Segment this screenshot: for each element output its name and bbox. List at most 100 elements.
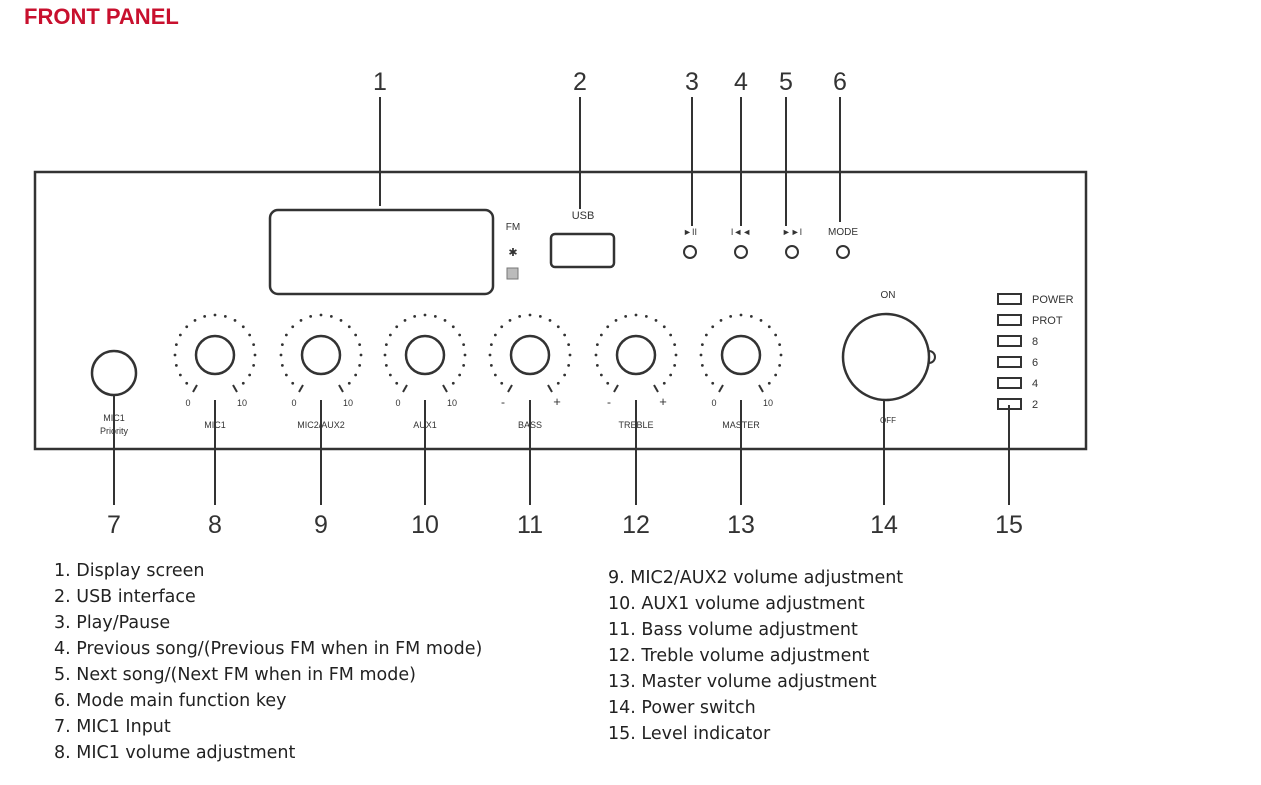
scale-dot: [700, 363, 704, 367]
scale-dot: [729, 314, 733, 318]
scale-max-label: +: [553, 394, 561, 409]
led-indicator: [997, 314, 1022, 326]
scale-dot: [347, 381, 351, 385]
scale-dot: [458, 333, 462, 337]
scale-min-label: -: [501, 395, 505, 409]
scale-dot: [699, 353, 703, 357]
scale-tick-min: [613, 384, 619, 393]
scale-dot: [774, 333, 778, 337]
legend-item: 5. Next song/(Next FM when in FM mode): [54, 665, 416, 685]
led-indicator: [997, 356, 1022, 368]
scale-tick-max: [442, 384, 448, 393]
scale-dot: [711, 325, 715, 329]
scale-dot: [594, 353, 598, 357]
scale-dot: [644, 314, 648, 318]
scale-dot: [493, 373, 497, 377]
scale-dot: [778, 343, 782, 347]
scale-dot: [280, 363, 284, 367]
scale-tick-min: [402, 384, 408, 393]
scale-dot: [299, 318, 303, 322]
scale-dot: [654, 318, 658, 322]
led-indicator: [997, 335, 1022, 347]
usb-label: USB: [572, 210, 595, 222]
callout-number: 1: [373, 68, 387, 96]
led-label: 4: [1032, 378, 1038, 390]
scale-dot: [280, 343, 284, 347]
scale-dot: [606, 381, 610, 385]
scale-dot: [403, 318, 407, 322]
button-0: [683, 245, 697, 259]
legend-item: 11. Bass volume adjustment: [608, 620, 858, 640]
scale-dot: [568, 353, 572, 357]
scale-dot: [309, 314, 313, 318]
callout-number: 9: [314, 511, 328, 539]
scale-dot: [233, 318, 237, 322]
legend-item: 1. Display screen: [54, 561, 205, 581]
legend-item: 2. USB interface: [54, 587, 196, 607]
scale-dot: [674, 353, 678, 357]
scale-dot: [339, 318, 343, 322]
display-screen: [268, 208, 495, 296]
mode-label: MODE: [828, 227, 858, 238]
legend-item: 10. AUX1 volume adjustment: [608, 594, 865, 614]
scale-dot: [284, 373, 288, 377]
scale-max-label: 10: [447, 398, 457, 408]
callout-number: 5: [779, 68, 793, 96]
scale-tick-max: [232, 384, 238, 393]
scale-dot: [774, 373, 778, 377]
callout-number: 7: [107, 511, 121, 539]
scale-dot: [178, 333, 182, 337]
scale-dot: [599, 333, 603, 337]
scale-dot: [567, 363, 571, 367]
legend-item: 12. Treble volume adjustment: [608, 646, 870, 666]
scale-dot: [451, 381, 455, 385]
scale-dot: [291, 381, 295, 385]
scale-dot: [383, 353, 387, 357]
scale-dot: [223, 314, 227, 318]
callout-number: 6: [833, 68, 847, 96]
previous-icon: I◄◄: [731, 227, 751, 237]
scale-dot: [563, 373, 567, 377]
knob-master: [720, 334, 762, 376]
callout-number: 12: [622, 511, 650, 539]
scale-dot: [252, 363, 256, 367]
scale-dot: [556, 325, 560, 329]
scale-dot: [388, 373, 392, 377]
scale-dot: [329, 314, 333, 318]
power-off-label: OFF: [880, 416, 896, 425]
scale-dot: [669, 333, 673, 337]
scale-dot: [291, 325, 295, 329]
legend-item: 7. MIC1 Input: [54, 717, 171, 737]
callout-number: 2: [573, 68, 587, 96]
button-1: [734, 245, 748, 259]
sd-card-icon: [506, 267, 519, 280]
knob-mic1: [194, 334, 236, 376]
scale-dot: [595, 343, 599, 347]
scale-dot: [241, 381, 245, 385]
scale-dot: [518, 314, 522, 318]
callout-number: 15: [995, 511, 1023, 539]
scale-dot: [767, 381, 771, 385]
scale-dot: [185, 381, 189, 385]
page-title: FRONT PANEL: [24, 4, 179, 29]
scale-max-label: 10: [343, 398, 353, 408]
knob-aux1: [404, 334, 446, 376]
led-label: POWER: [1032, 294, 1074, 306]
scale-min-label: 0: [291, 398, 296, 408]
callout-number: 14: [870, 511, 898, 539]
scale-dot: [779, 353, 783, 357]
play-pause-icon: ►II: [683, 227, 697, 237]
scale-dot: [193, 318, 197, 322]
scale-dot: [354, 333, 358, 337]
next-icon: ►►I: [782, 227, 802, 237]
scale-max-label: 10: [237, 398, 247, 408]
scale-dot: [548, 318, 552, 322]
scale-dot: [595, 363, 599, 367]
scale-dot: [500, 381, 504, 385]
callout-number: 13: [727, 511, 755, 539]
knob-mic2-aux2: [300, 334, 342, 376]
scale-dot: [704, 373, 708, 377]
scale-dot: [284, 333, 288, 337]
scale-dot: [700, 343, 704, 347]
